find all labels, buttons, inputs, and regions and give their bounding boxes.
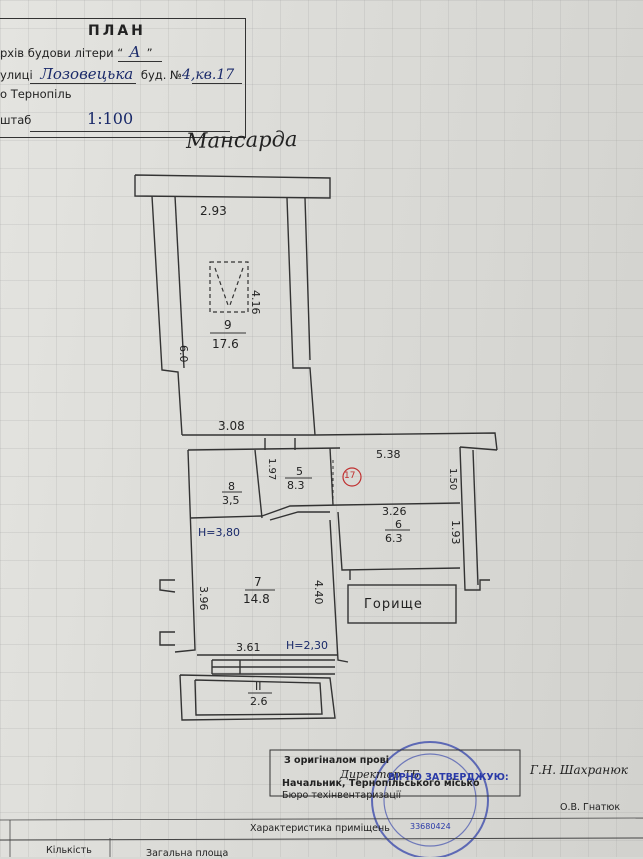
stamp-frame	[269, 749, 521, 797]
dim-top-right-width: 5.38	[376, 448, 401, 461]
room-II-number: II	[255, 680, 262, 693]
underline-letter	[118, 61, 162, 62]
scale-label: штаб	[0, 113, 32, 127]
underline-street	[30, 83, 136, 84]
height-mark-1: H=3,80	[198, 526, 240, 539]
apartment-mark-circle	[342, 467, 362, 487]
footer-line	[0, 837, 643, 841]
dim-room5-side: 1.97	[266, 458, 277, 481]
dim-room7-left: 3.96	[197, 586, 210, 611]
stamp-director-hand: Директор ТБ	[340, 768, 420, 781]
city-line: о Тернопіль	[0, 87, 72, 101]
building-line-prefix: рхів будови літери “	[0, 46, 124, 60]
street-line: улиці Лозовецька буд. №4,кв.17	[0, 65, 234, 83]
footer-quantity: Кількість	[46, 845, 92, 856]
skylight-symbol	[209, 261, 249, 313]
official-seal	[371, 741, 489, 857]
dim-room9-height-left: 6.0	[177, 345, 190, 363]
room-6-area: 6.3	[385, 532, 403, 545]
plan-walls	[134, 174, 498, 721]
room-6-number: 6	[395, 518, 402, 531]
seal-code: 33680424	[410, 822, 451, 831]
dim-room9-height-right: 4.16	[249, 290, 262, 315]
room-9-number: 9	[224, 318, 232, 332]
room-7-number: 7	[254, 575, 262, 589]
building-line-suffix: ”	[146, 46, 153, 60]
stamp-approve: ВІРНО ЗАТВЕРДЖУЮ:	[388, 772, 509, 783]
dim-room9-bottom: 3.08	[218, 419, 245, 433]
stamp-line3: Начальник, Тернопільського місько	[282, 778, 480, 789]
footer-line-top	[0, 817, 643, 821]
street-name: Лозовецька	[40, 65, 134, 83]
title-block: ПЛАН рхів будови літери “ А ” улиці Лозове…	[0, 18, 246, 138]
official-seal-inner	[383, 753, 477, 847]
dim-room6-side: 1.93	[449, 520, 462, 545]
house-number: 4,кв.17	[182, 67, 235, 83]
dim-right-side-top: 1.50	[447, 468, 458, 491]
room-5-area: 8.3	[287, 479, 305, 492]
apartment-mark: 17	[344, 471, 356, 481]
building-line: рхів будови літери “ А ”	[0, 43, 153, 61]
underline-scale	[30, 131, 230, 132]
area-fraction-lines	[210, 332, 410, 694]
plan-heading: ПЛАН	[88, 23, 146, 39]
dim-room7-right: 4.40	[312, 580, 325, 605]
dim-room7-bottom: 3.61	[236, 641, 261, 654]
stamp-line4: Бюро техінвентаризації	[282, 790, 402, 801]
footer-total-area: Загальна площа	[146, 848, 229, 859]
dim-room6-width: 3.26	[382, 505, 407, 518]
house-prefix: буд. №	[140, 68, 182, 82]
room-5-number: 5	[296, 465, 303, 478]
underline-house	[192, 83, 242, 84]
room-II-area: 2.6	[250, 695, 268, 708]
scale-line: штаб 1:100	[0, 109, 133, 128]
street-prefix: улиці	[0, 68, 33, 82]
footer-characteristic: Характеристика приміщень	[250, 823, 390, 834]
stamp-signature-hand: Г.Н. Шахранюк	[530, 763, 628, 777]
attic-box	[347, 584, 457, 624]
room-7-area: 14.8	[243, 592, 270, 606]
room-8-number: 8	[228, 480, 235, 493]
dim-room9-width: 2.93	[200, 204, 227, 218]
room-8-area: 3,5	[222, 494, 240, 507]
stamp-signer: О.В. Гнатюк	[560, 802, 621, 813]
room-9-area: 17.6	[212, 337, 239, 351]
scale-value: 1:100	[87, 109, 134, 128]
building-letter: А	[129, 43, 141, 61]
height-mark-2: H=2,30	[286, 639, 328, 652]
attic-label: Горище	[364, 597, 423, 612]
floor-label: Мансарда	[185, 127, 298, 153]
stamp-line1: З оригіналом прові	[284, 755, 389, 766]
